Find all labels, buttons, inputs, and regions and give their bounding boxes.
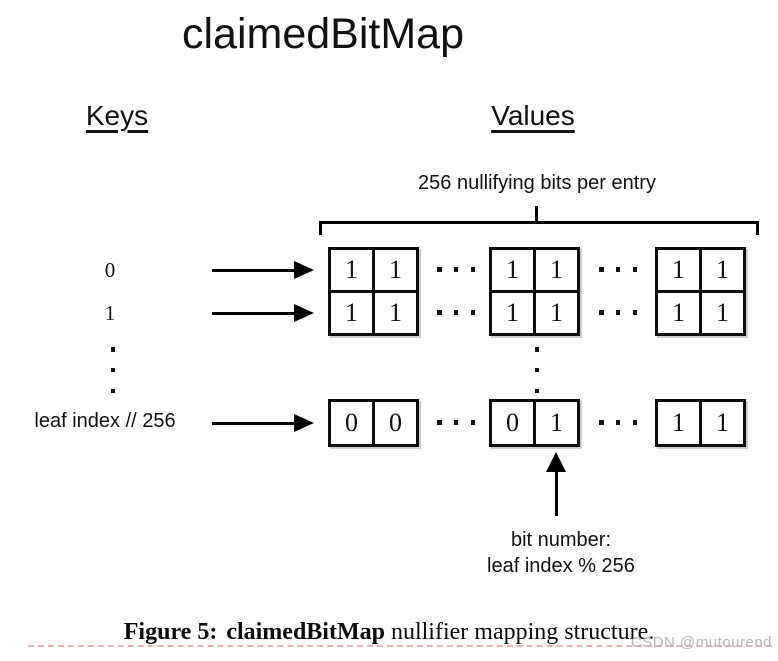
ellipsis-vertical-icon bbox=[105, 347, 121, 393]
arrow-head bbox=[294, 414, 314, 432]
arrow-right-icon bbox=[212, 414, 314, 432]
bitmap-group: 1 1 1 1 bbox=[655, 247, 746, 336]
ellipsis-horizontal-icon bbox=[599, 310, 637, 315]
arrow-right-icon bbox=[212, 261, 314, 279]
bit-cell: 0 bbox=[489, 399, 536, 447]
bracket-label: 256 nullifying bits per entry bbox=[418, 172, 656, 194]
bit-cell: 1 bbox=[372, 290, 419, 336]
bit-cell: 0 bbox=[372, 399, 419, 447]
bitmap-group: 1 1 1 1 bbox=[328, 247, 419, 336]
arrow-head bbox=[294, 304, 314, 322]
bit-cell: 1 bbox=[533, 247, 580, 293]
ellipsis-horizontal-icon bbox=[599, 267, 637, 272]
bit-cell: 1 bbox=[328, 290, 375, 336]
bit-cell: 1 bbox=[489, 290, 536, 336]
figure-caption: Figure 5: claimedBitMap nullifier mapping… bbox=[0, 619, 778, 646]
bit-cell: 1 bbox=[699, 290, 746, 336]
ellipsis-horizontal-icon bbox=[437, 310, 475, 315]
bit-cell: 1 bbox=[699, 399, 746, 447]
arrow-shaft bbox=[212, 268, 296, 272]
watermark: CSDN @mutourend bbox=[630, 634, 772, 651]
bit-number-label-line1: bit number: bbox=[510, 529, 612, 551]
bit-cell: 1 bbox=[655, 247, 702, 293]
bit-cell: 0 bbox=[328, 399, 375, 447]
ellipsis-vertical-icon bbox=[529, 347, 545, 393]
figure-caption-text: nullifier mapping structure. bbox=[390, 619, 655, 645]
bit-number-label: bit number: leaf index % 256 bbox=[420, 527, 702, 579]
row-key-leaf-index: leaf index // 256 bbox=[34, 410, 176, 432]
values-column-header: Values bbox=[491, 100, 575, 131]
keys-column-header: Keys bbox=[85, 100, 149, 131]
bit-cell: 1 bbox=[655, 399, 702, 447]
bracket-center-tick bbox=[535, 206, 538, 222]
figure-title: claimedBitMap bbox=[182, 10, 464, 58]
bit-cell: 1 bbox=[489, 247, 536, 293]
bit-cell: 1 bbox=[655, 290, 702, 336]
bit-number-label-line2: leaf index % 256 bbox=[487, 555, 635, 577]
figure-caption-label: Figure 5: bbox=[123, 619, 218, 645]
bit-cell: 1 bbox=[533, 290, 580, 336]
bitmap-group: 0 1 bbox=[489, 399, 580, 447]
red-dashed-underline bbox=[28, 645, 772, 647]
bitmap-group: 0 0 bbox=[328, 399, 419, 447]
bit-cell: 1 bbox=[699, 247, 746, 293]
row-key-1: 1 bbox=[104, 301, 116, 325]
bracket-icon bbox=[319, 221, 759, 235]
bit-cell: 1 bbox=[372, 247, 419, 293]
arrow-head bbox=[546, 452, 566, 472]
row-key-0: 0 bbox=[104, 258, 116, 282]
arrow-shaft bbox=[212, 421, 296, 425]
arrow-right-icon bbox=[212, 304, 314, 322]
arrow-shaft bbox=[555, 470, 558, 516]
ellipsis-horizontal-icon bbox=[437, 267, 475, 272]
bit-cell: 1 bbox=[328, 247, 375, 293]
bitmap-group: 1 1 bbox=[655, 399, 746, 447]
arrow-shaft bbox=[212, 311, 296, 315]
ellipsis-horizontal-icon bbox=[599, 420, 637, 425]
ellipsis-horizontal-icon bbox=[437, 420, 475, 425]
bit-cell-highlighted: 1 bbox=[533, 399, 580, 447]
arrow-up-icon bbox=[546, 452, 567, 516]
arrow-head bbox=[294, 261, 314, 279]
bitmap-group: 1 1 1 1 bbox=[489, 247, 580, 336]
figure-caption-term: claimedBitMap bbox=[226, 619, 385, 645]
